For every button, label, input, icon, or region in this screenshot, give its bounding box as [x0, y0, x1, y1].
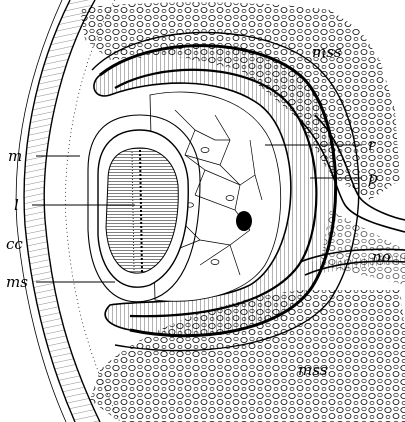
optic-stalk-upper: [299, 114, 405, 233]
optic-stalk-lower: [299, 248, 405, 276]
label-m: m: [8, 147, 22, 165]
lens-capsule: [87, 114, 201, 303]
label-mss-top: mss: [312, 43, 342, 61]
labels: mss r p no m l cc ms mss: [6, 43, 391, 379]
optic-cup: [93, 44, 338, 338]
label-mss-bottom: mss: [298, 361, 328, 379]
label-no: no: [372, 248, 391, 266]
label-ms: ms: [6, 273, 28, 291]
dark-cell-blob: [236, 211, 252, 231]
label-l: l: [14, 196, 19, 214]
label-r: r: [368, 136, 376, 154]
vitreous-body: [149, 91, 282, 302]
lens: [97, 129, 189, 288]
label-cc: cc: [6, 235, 23, 253]
label-p: p: [368, 169, 378, 187]
leader-lines: [32, 144, 362, 283]
mesenchyme-fibers: [24, 0, 100, 422]
pigment-layer: [91, 31, 360, 352]
